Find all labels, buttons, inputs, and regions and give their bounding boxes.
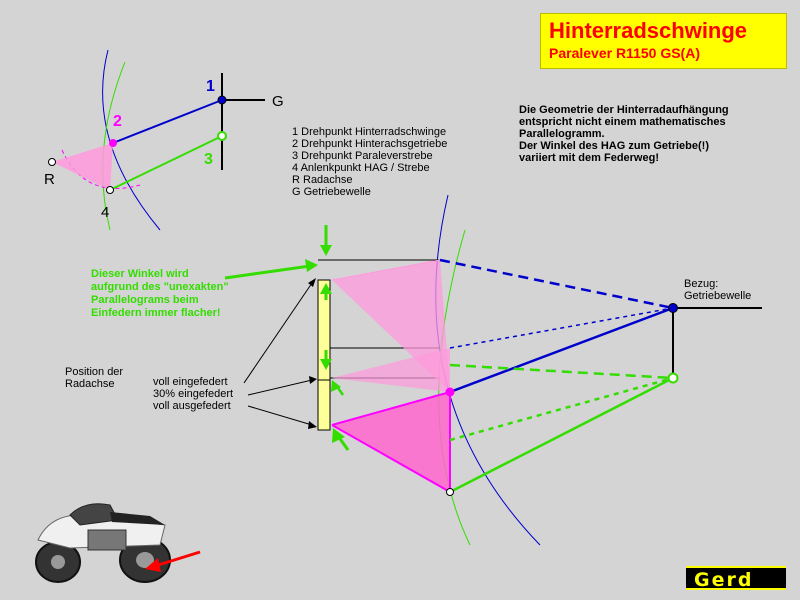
moto-rear-hub (136, 552, 154, 568)
angle-arrow-low-c-head (331, 380, 341, 392)
moto-engine (87, 529, 127, 551)
label-point-r: R (44, 171, 55, 188)
small-diagram (48, 49, 265, 231)
small-strut (109, 135, 223, 191)
pointer-line-1 (243, 282, 313, 384)
position-item-full-compressed: voll eingefedert (153, 376, 228, 388)
angle-arrow-low-b-head (332, 428, 345, 443)
title-box: Hinterradschwinge Paralever R1150 GS(A) (540, 13, 787, 69)
position-label-line: Position der (65, 366, 124, 378)
logo-text: Gerd (694, 569, 754, 591)
legend: 1 Drehpunkt Hinterradschwinge 2 Drehpunk… (292, 126, 447, 198)
small-hag-triangle (52, 143, 113, 190)
label-point-1: 1 (206, 78, 215, 95)
angle-arrow-mid-head (320, 283, 332, 294)
main-point-2 (445, 387, 455, 397)
bezug-line: Getriebewelle (684, 290, 752, 302)
hag-edge-3 (331, 424, 451, 493)
position-item-full-extended: voll ausgefedert (153, 400, 231, 412)
small-point-1 (217, 95, 227, 105)
hag-edge-top (331, 259, 441, 281)
angle-arrow-long (224, 264, 311, 280)
page-title: Hinterradschwinge (549, 18, 748, 43)
pointer-line-3-head (308, 421, 317, 429)
moto-seat (110, 512, 165, 525)
note-line: entspricht nicht einem mathematisches (519, 116, 726, 128)
small-swingarm (112, 99, 223, 144)
strut-solid (449, 376, 674, 494)
moto-red-arrow (154, 550, 201, 568)
angle-note-line: aufgrund des "unexakten" (91, 281, 229, 293)
page-subtitle: Paralever R1150 GS(A) (549, 45, 700, 61)
main-point-4 (446, 488, 454, 496)
position-label: Position der Radachse (65, 366, 123, 390)
legend-item: 4 Anlenkpunkt HAG / Strebe (292, 162, 430, 174)
geometry-note: Die Geometrie der Hinterradaufhängung en… (519, 104, 729, 164)
bezug-line: Bezug: (684, 278, 719, 290)
strut-dashed-top (449, 363, 674, 380)
angle-note-line: Einfedern immer flacher! (91, 307, 221, 319)
swingarm-dotted-mid (449, 307, 674, 349)
small-point-2 (109, 139, 117, 147)
swingarm-solid (449, 306, 674, 394)
small-point-3 (217, 131, 227, 141)
position-item-30-percent: 30% eingefedert (153, 388, 234, 400)
hag-triangle-mid (332, 348, 450, 392)
note-line: Die Geometrie der Hinterradaufhängung (519, 104, 729, 116)
legend-item: 2 Drehpunkt Hinterachsgetriebe (292, 138, 448, 150)
pointer-line-2 (247, 379, 313, 396)
legend-item: G Getriebewelle (292, 186, 371, 198)
position-list: voll eingefedert 30% eingefedert voll au… (153, 376, 233, 412)
angle-arrow-long-head (305, 259, 318, 272)
angle-arrow-low-a-head (320, 359, 332, 370)
label-point-3: 3 (204, 151, 213, 168)
note-line: variiert mit dem Federweg! (519, 152, 659, 164)
angle-note-line: Dieser Winkel wird (91, 268, 189, 280)
moto-front-hub (51, 555, 65, 569)
position-label-line: Radachse (65, 378, 115, 390)
label-point-g: G (272, 93, 284, 110)
pointer-line-2-head (309, 376, 317, 384)
angle-arrow-top-head (320, 245, 332, 256)
small-point-r (48, 158, 56, 166)
gerd-logo: Gerd (686, 566, 786, 591)
pointer-line-3 (247, 405, 313, 426)
label-point-2: 2 (113, 113, 122, 130)
pointer-line-1-head (308, 278, 316, 287)
swingarm-dashed-top (439, 258, 674, 310)
motorcycle-icon (35, 503, 201, 583)
angle-note-line: Parallelograms beim (91, 294, 199, 306)
angle-note: Dieser Winkel wird aufgrund des "unexakt… (91, 268, 229, 320)
legend-item: 1 Drehpunkt Hinterradschwinge (292, 126, 447, 138)
legend-item: 3 Drehpunkt Paraleverstrebe (292, 150, 433, 162)
small-point-4 (106, 186, 114, 194)
legend-item: R Radachse (292, 174, 353, 186)
main-diagram (224, 194, 762, 546)
hag-triangle-low (332, 392, 450, 492)
hag-edge-1 (331, 391, 451, 426)
strut-dotted-mid (449, 376, 674, 442)
main-point-3 (667, 372, 679, 384)
bezug-label: Bezug: Getriebewelle (684, 278, 751, 302)
position-bar-inner (317, 379, 331, 431)
note-line: Der Winkel des HAG zum Getriebe(!) (519, 140, 709, 152)
label-point-4: 4 (101, 204, 110, 221)
main-point-1 (668, 303, 678, 313)
note-line: Parallelogramm. (519, 128, 605, 140)
small-arc-blue (102, 49, 161, 231)
moto-red-arrow-head (145, 558, 161, 572)
